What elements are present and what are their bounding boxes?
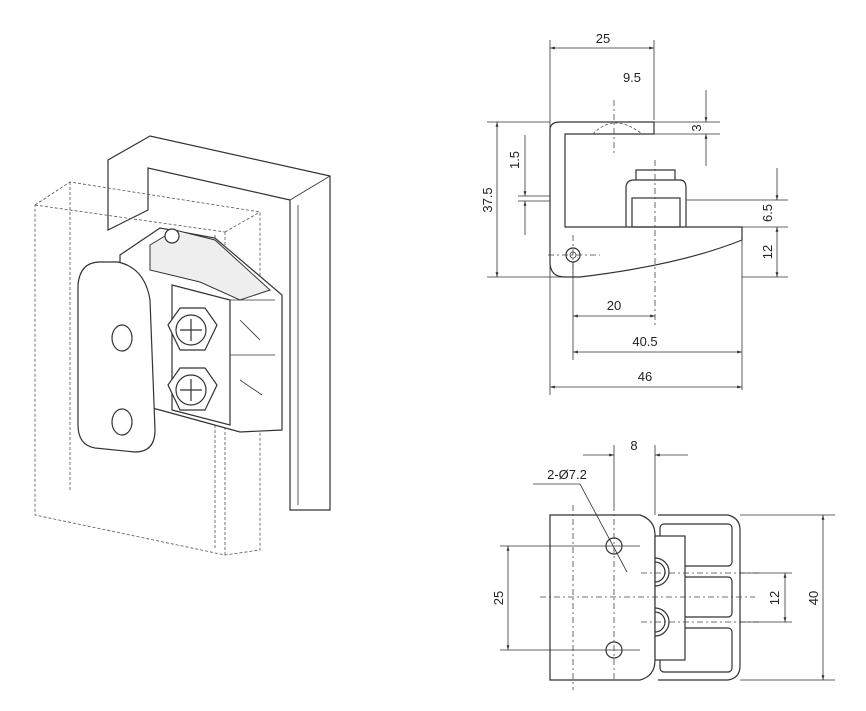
dim-width-top: 25 — [596, 31, 610, 46]
hole-callout: 2-Ø7.2 — [547, 467, 587, 482]
screw-lower — [167, 367, 218, 411]
dim-total-length: 46 — [638, 369, 652, 384]
dim-gap: 1.5 — [507, 151, 522, 169]
side-view: 25 9.5 3 1.5 37.5 6.5 12 20 40.5 46 — [480, 31, 788, 395]
dim-plate-thickness: 3 — [689, 124, 704, 131]
dim-total-height: 40 — [806, 591, 821, 605]
back-frame-profile — [107, 135, 331, 511]
dim-hole-spacing: 25 — [491, 591, 506, 605]
dim-base-height: 12 — [760, 245, 775, 259]
dim-offset: 9.5 — [623, 70, 641, 85]
dim-hole-offset: 8 — [630, 438, 637, 453]
screw-upper — [167, 307, 218, 351]
dim-hole-to-center: 20 — [607, 298, 621, 313]
hole-leader-line — [533, 483, 628, 573]
isometric-view — [34, 135, 331, 556]
dim-height: 37.5 — [480, 187, 495, 212]
mounting-plate — [77, 261, 156, 453]
dim-nut-height: 6.5 — [760, 204, 775, 222]
dim-screw-spacing: 12 — [767, 591, 782, 605]
dim-hole-to-end: 40.5 — [632, 334, 657, 349]
bottom-view: 8 2-Ø7.2 25 12 40 — [491, 438, 835, 690]
